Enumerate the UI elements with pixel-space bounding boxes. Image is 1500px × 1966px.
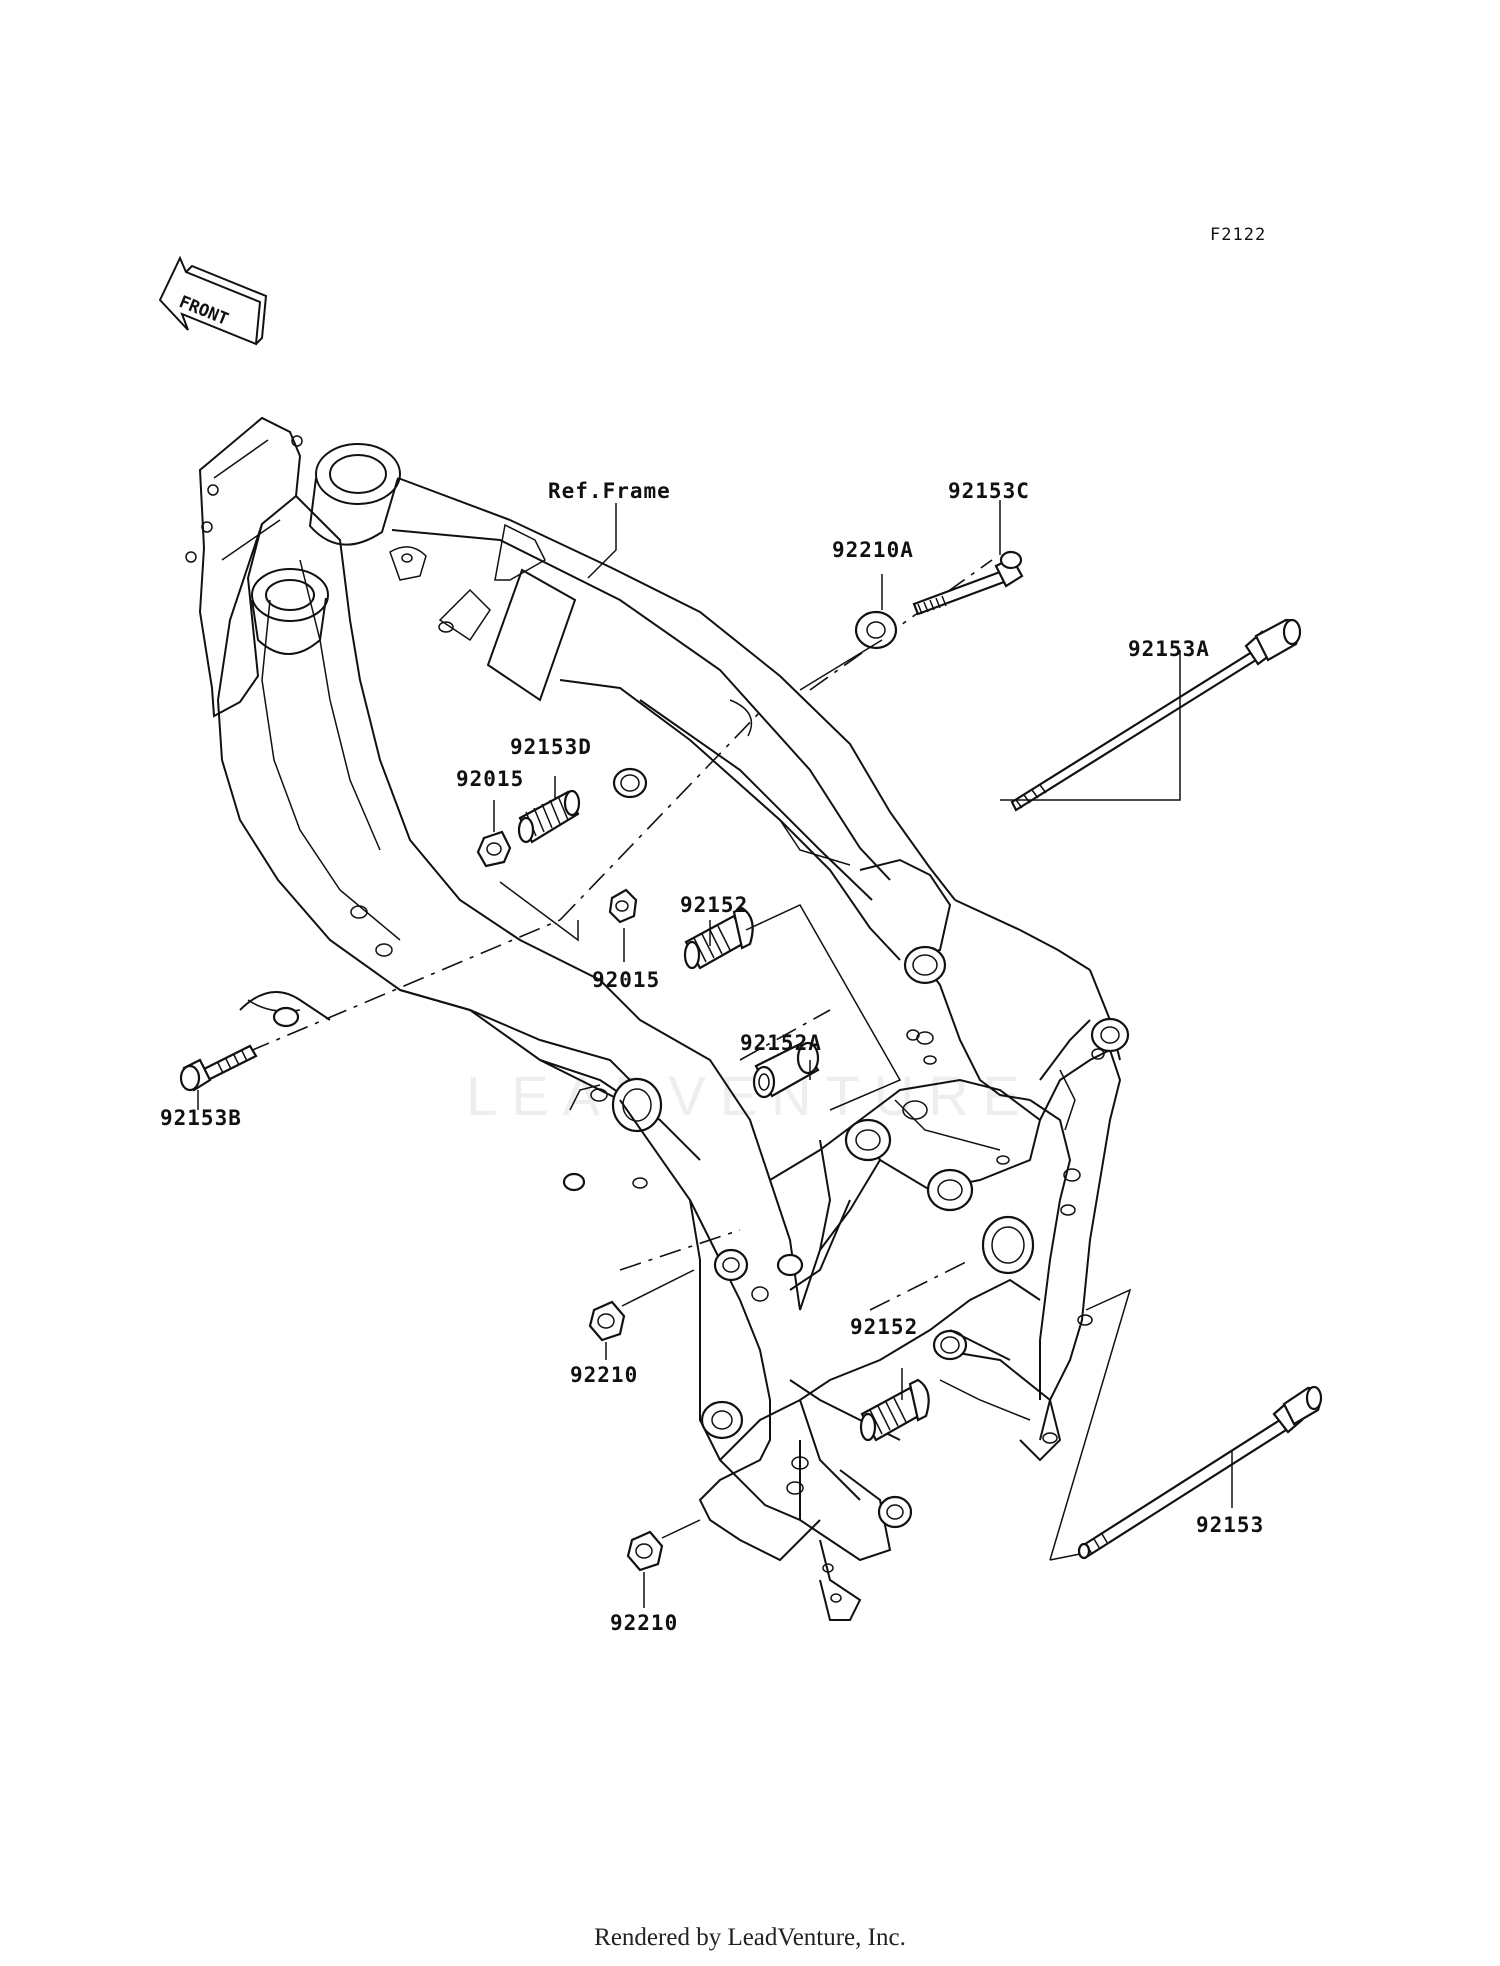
stud-92152-top [683, 906, 754, 970]
label-92153B: 92153B [160, 1106, 242, 1130]
label-92153: 92153 [1196, 1513, 1264, 1537]
front-direction-arrow-icon: FRONT [158, 255, 268, 346]
nut-92015-top [476, 830, 512, 868]
label-92153C: 92153C [948, 479, 1030, 503]
parts [179, 550, 1323, 1572]
label-92152-top: 92152 [680, 893, 748, 917]
callout-labels: Ref.Frame 92153C 92210A 92153A 92153D 92… [160, 479, 1264, 1635]
nut-92210A [854, 610, 898, 650]
label-92153A: 92153A [1128, 637, 1210, 661]
nut-92210-bottom [626, 1530, 664, 1572]
label-92015-top: 92015 [456, 767, 524, 791]
label-92015-mid: 92015 [592, 968, 660, 992]
assembly-axes [209, 559, 993, 1311]
nut-92210-mid [588, 1300, 626, 1342]
nut-92015-mid [608, 888, 638, 924]
bolt-92153 [1077, 1385, 1323, 1560]
bolt-92153A [1010, 618, 1302, 812]
watermark: LEADVENTURE [466, 1064, 1034, 1127]
bolt-92153C [912, 550, 1024, 616]
bolt-92153B [179, 1044, 258, 1092]
label-92152-bottom: 92152 [850, 1315, 918, 1339]
label-92210-bottom: 92210 [610, 1611, 678, 1635]
motorcycle-frame [185, 416, 1130, 1621]
label-92152A: 92152A [740, 1031, 822, 1055]
label-92153D: 92153D [510, 735, 592, 759]
leader-lines [197, 500, 1233, 1608]
figure-code: F2122 [1210, 225, 1266, 245]
stud-92152-bottom [859, 1378, 930, 1442]
label-92210A: 92210A [832, 538, 914, 562]
rendered-by-footer: Rendered by LeadVenture, Inc. [594, 1924, 906, 1951]
collar-92152A [752, 1041, 820, 1099]
label-ref-frame: Ref.Frame [548, 479, 671, 503]
stud-92153D [517, 789, 581, 844]
label-92210-mid: 92210 [570, 1363, 638, 1387]
front-label: FRONT [176, 292, 231, 330]
